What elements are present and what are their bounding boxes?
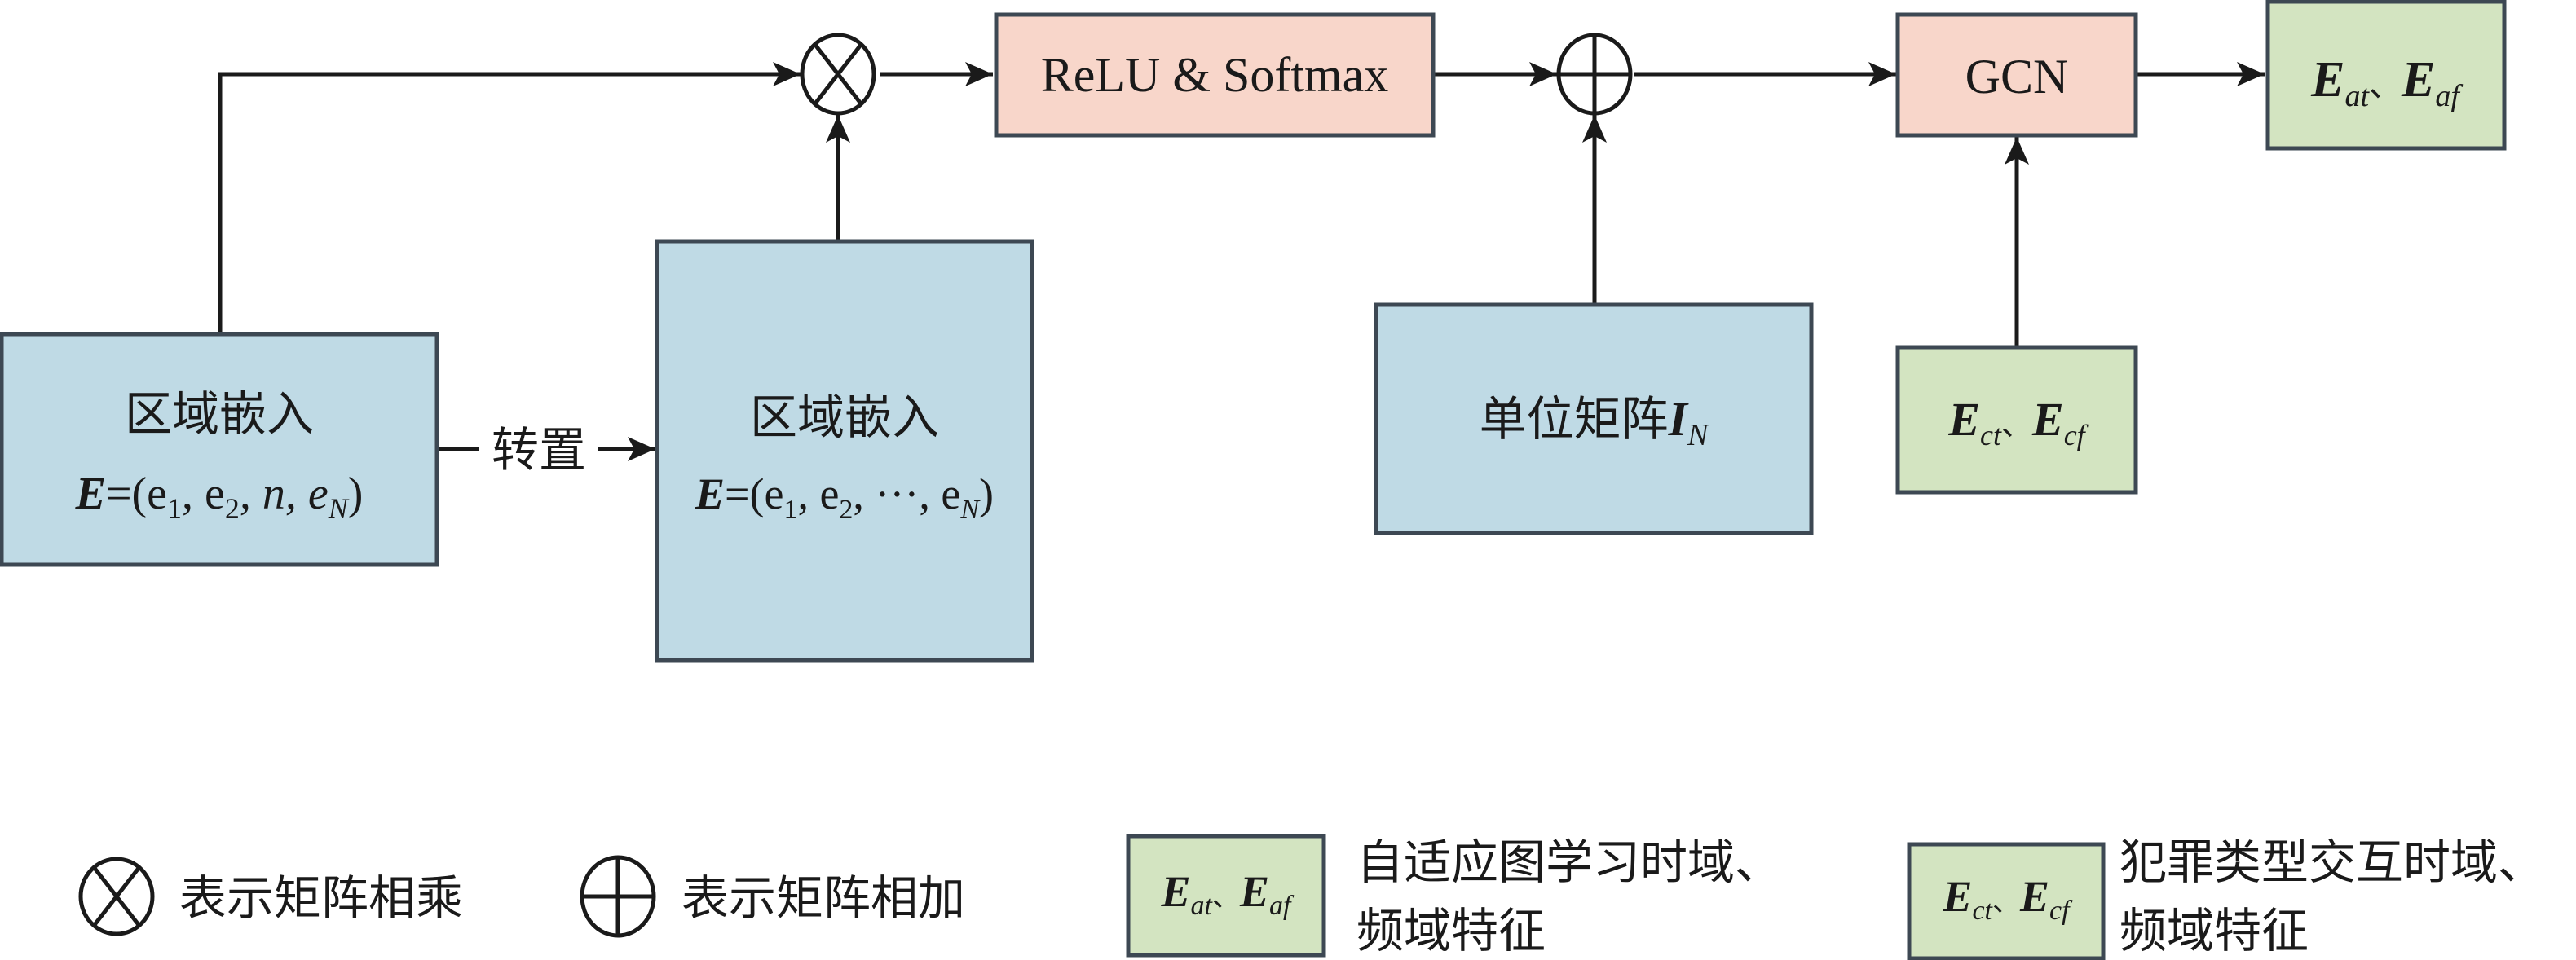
legend-crime-features: Ect、Ecf 犯罪类型交互时域、 频域特征 — [1907, 834, 2545, 960]
relu-softmax-box: ReLU & Softmax — [994, 12, 1436, 138]
crime-features-label: Ect、Ecf — [1947, 393, 2089, 451]
identity-matrix-label: 单位矩阵IN — [1480, 391, 1710, 452]
region-embedding-formula: E=(e1, e2, ···, eN) — [695, 469, 994, 525]
transpose-label: 转置 — [492, 422, 586, 478]
gcn-box: GCN — [1895, 12, 2138, 138]
output-features-box: Eat、Eaf — [2265, 0, 2507, 151]
region-embedding-formula: E=(e1, e2, n, eN) — [75, 469, 364, 525]
legend-adaptive-text-line2: 频域特征 — [1356, 903, 1546, 958]
multiply-operator-icon — [800, 33, 876, 116]
legend-adaptive-features: Eat、Eaf 自适应图学习时域、 频域特征 — [1126, 834, 1782, 958]
legend-adaptive-swatch-label: Eat、Eaf — [1161, 867, 1295, 921]
identity-matrix-box: 单位矩阵IN — [1374, 302, 1814, 535]
edge-embed1-to-multiply — [218, 62, 801, 332]
crime-features-box: Ect、Ecf — [1895, 345, 2138, 495]
legend-multiply-text: 表示矩阵相乘 — [179, 870, 463, 926]
region-embedding-box-2: 区域嵌入 E=(e1, e2, ···, eN) — [655, 239, 1034, 663]
gcn-label: GCN — [1965, 50, 2069, 103]
legend-crime-text-line2: 频域特征 — [2119, 903, 2309, 958]
legend-add-icon — [580, 855, 656, 938]
legend: 表示矩阵相乘 表示矩阵相加 Eat、Eaf 自适应图学习时域、 频域特征 Ect… — [78, 834, 2545, 960]
region-embedding-title: 区域嵌入 — [125, 386, 314, 442]
add-operator-icon — [1556, 33, 1633, 116]
legend-adaptive-text-line1: 自适应图学习时域、 — [1356, 834, 1782, 890]
relu-softmax-label: ReLU & Softmax — [1041, 48, 1389, 102]
legend-add-text: 表示矩阵相加 — [681, 870, 965, 926]
legend-crime-text-line1: 犯罪类型交互时域、 — [2119, 834, 2545, 890]
legend-crime-swatch-label: Ect、Ecf — [1942, 872, 2073, 926]
region-embedding-title: 区域嵌入 — [750, 390, 939, 445]
connectors — [218, 62, 2265, 461]
output-features-label: Eat、Eaf — [2310, 52, 2463, 113]
region-embedding-box-1: 区域嵌入 E=(e1, e2, n, eN) — [0, 332, 439, 567]
legend-multiply-icon — [78, 857, 155, 936]
